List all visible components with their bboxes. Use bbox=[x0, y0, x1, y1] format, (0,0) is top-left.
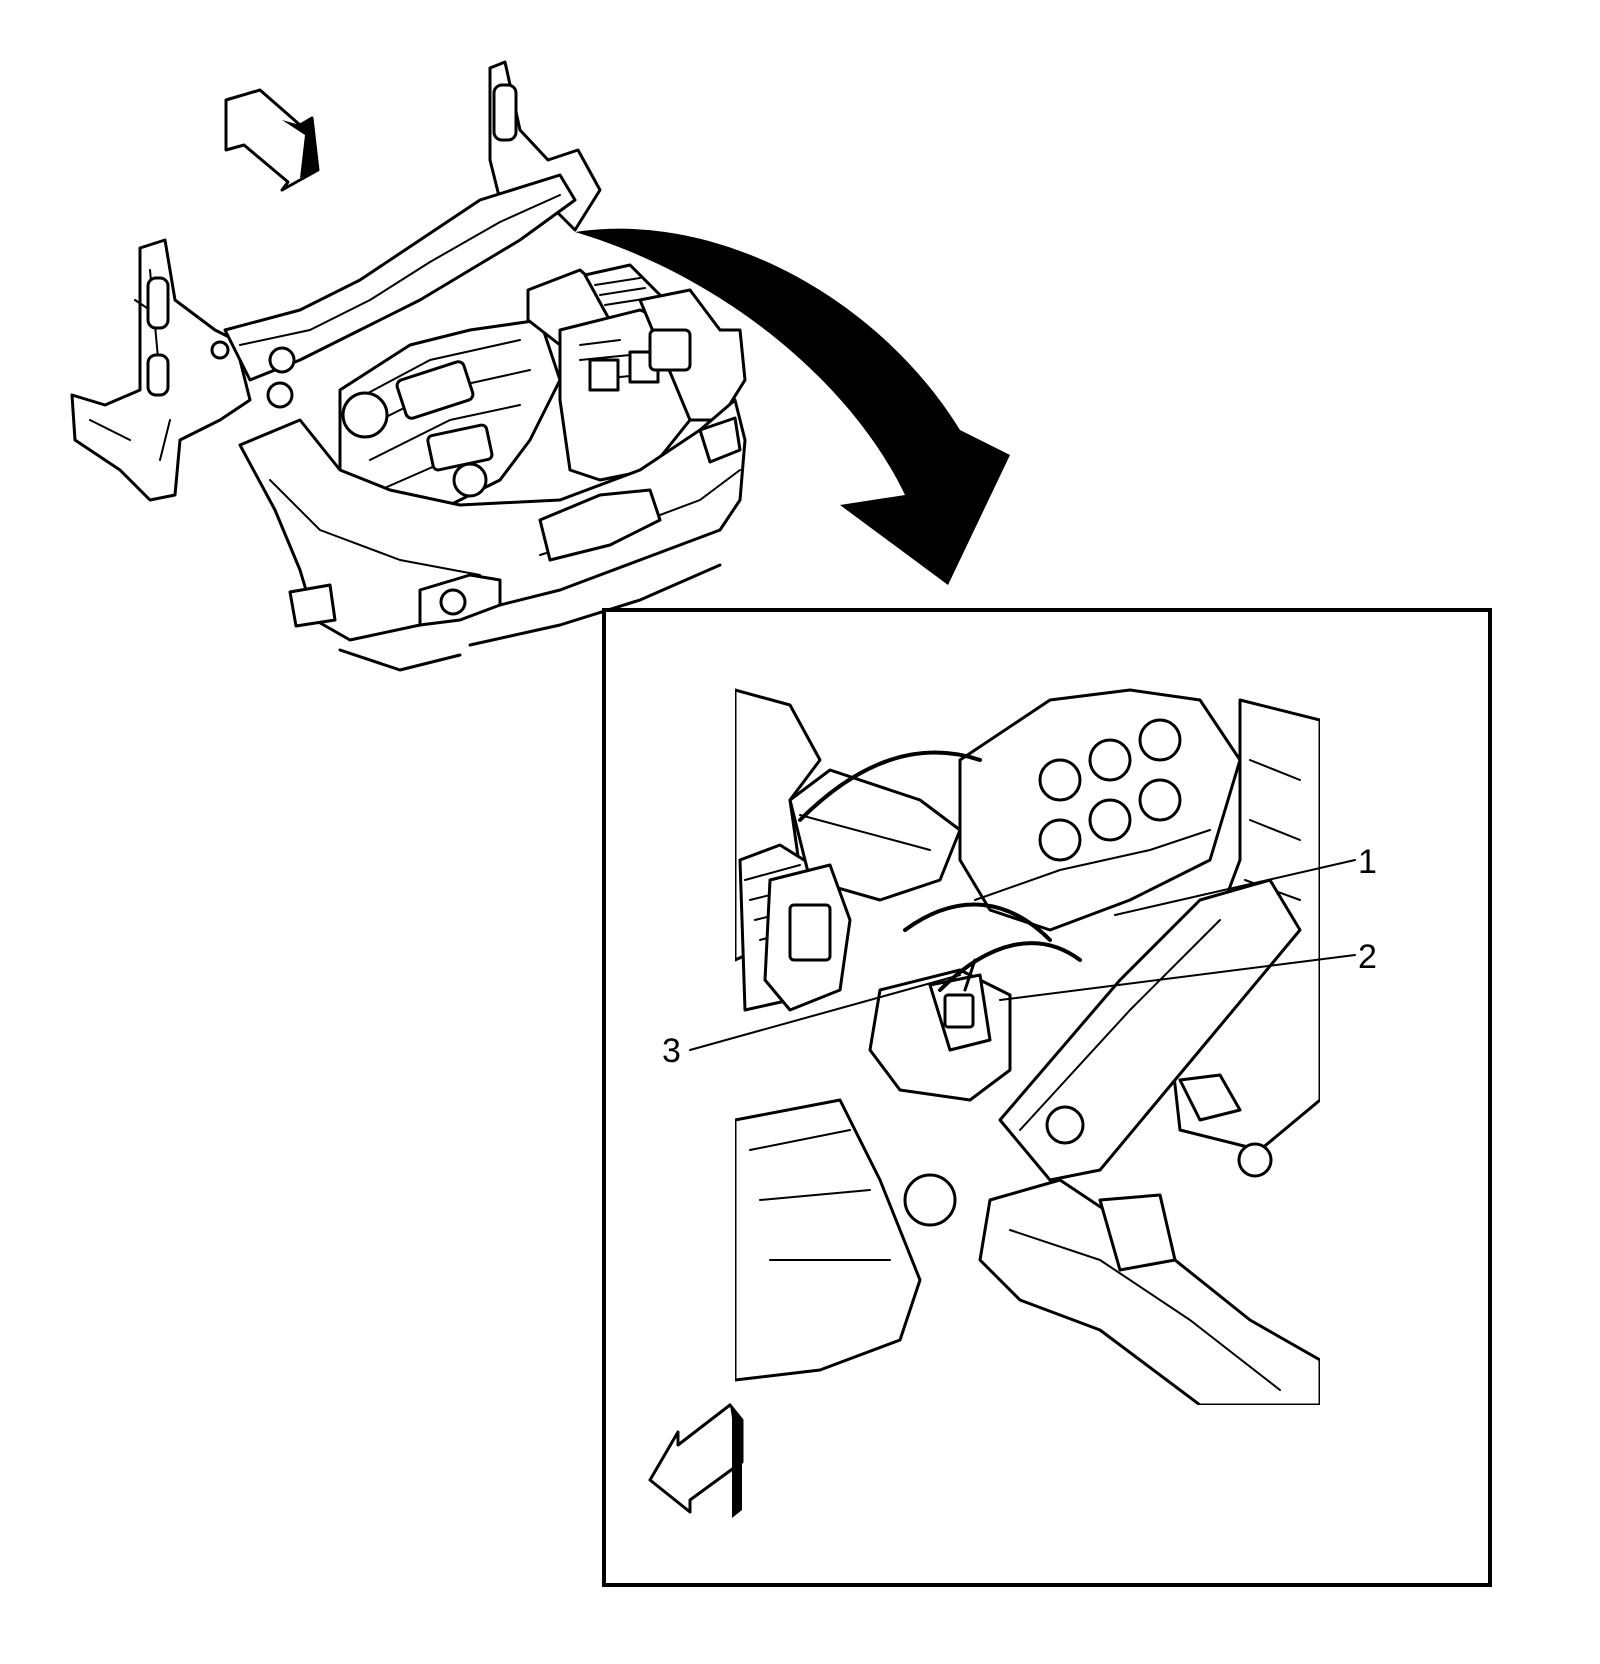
direction-arrow-icon bbox=[648, 1403, 744, 1518]
direction-arrow-icon bbox=[224, 88, 320, 192]
callout-2: 2 bbox=[1358, 938, 1377, 976]
callout-leaders bbox=[689, 859, 1356, 1051]
vehicle-front-overview bbox=[70, 60, 747, 672]
zoom-arrow-icon bbox=[575, 228, 1010, 586]
detail-view: 1 2 3 bbox=[602, 608, 1492, 1587]
callout-1: 1 bbox=[1358, 843, 1377, 881]
callout-3: 3 bbox=[662, 1032, 681, 1070]
